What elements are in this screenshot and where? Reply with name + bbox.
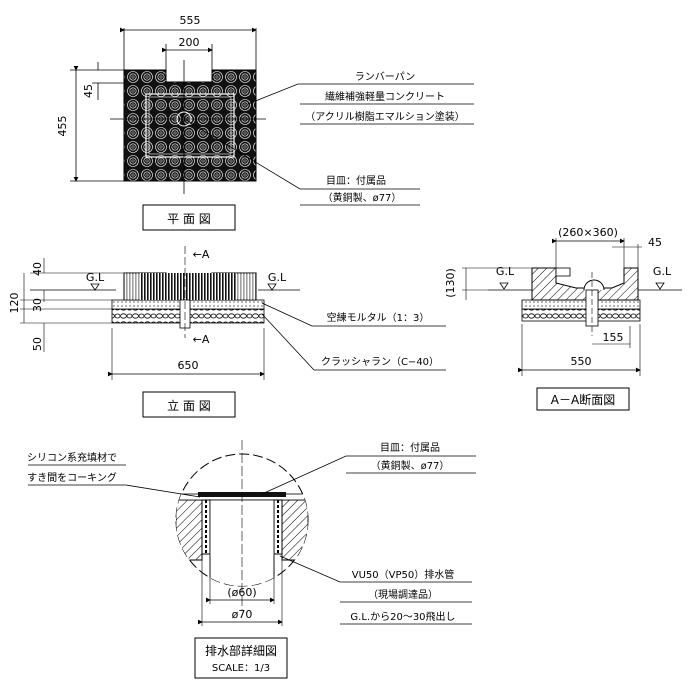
elev-arrow-top: ←A: [193, 248, 210, 261]
elev-dim-50: 50: [31, 337, 44, 351]
label-pipe-3: G.L.から20〜30飛出し: [350, 610, 455, 623]
plan-dim-notch: 45: [82, 84, 95, 98]
plan-view: 555 200 455 45 ランバーパン 繊維補強軽量コンクリート （アクリル…: [56, 14, 474, 231]
label-material: 繊維補強軽量コンクリート: [325, 90, 445, 103]
section-view: G.L G.L (260×360) 45 (130) 155 550: [444, 226, 682, 411]
plan-basin: [145, 93, 235, 158]
detail-title-box: [194, 637, 288, 679]
sec-gl-right: G.L: [653, 265, 672, 278]
elevation-view: G.L G.L ←A ←A 40 120 30 50 650: [8, 246, 446, 418]
label-mortar: 空練モルタル（1：3）: [327, 311, 430, 324]
label-pipe-1: VU50（VP50）排水管: [352, 568, 454, 581]
label-detail-grate-spec: （黄銅製、ø77）: [371, 459, 450, 472]
detail-dim-60: (ø60): [227, 586, 256, 599]
label-coating: （アクリル樹脂エマルション塗装）: [305, 110, 465, 123]
elev-body: [140, 273, 236, 300]
elev-dim-650: 650: [178, 359, 199, 372]
detail-view: (ø60) ø70 シリコン系充填材で すき間をコーキング 目皿：付属品 （黄銅…: [27, 440, 476, 679]
plan-drain-circle: [176, 111, 192, 127]
detail-dim-70: ø70: [232, 608, 253, 621]
elev-dim-40: 40: [31, 262, 44, 276]
label-crusher: クラッシャラン（C−40）: [321, 356, 439, 368]
sec-dim-45: 45: [648, 236, 662, 249]
sec-dim-inner: (260×360): [558, 226, 618, 239]
sec-dim-550: 550: [571, 355, 592, 368]
elev-arrow-bottom: ←A: [193, 333, 210, 346]
label-detail-grate: 目皿：付属品: [380, 441, 440, 454]
elev-title-box: [142, 391, 236, 418]
label-grate-spec: （黄銅製、ø77）: [323, 191, 402, 204]
plan-title: 平 面 図: [167, 212, 211, 226]
elev-title: 立 面 図: [167, 398, 211, 413]
sec-title-box: [536, 387, 630, 411]
label-grate: 目皿：付属品: [326, 174, 386, 187]
plan-dim-height: 455: [56, 116, 69, 137]
sec-dim-155: 155: [603, 331, 624, 344]
sec-title: A－A断面図: [551, 392, 615, 407]
elev-gl-right: G.L: [268, 271, 287, 284]
sec-gl-left: G.L: [496, 265, 515, 278]
plan-title-box: [142, 204, 236, 231]
detail-title: 排水部詳細図: [205, 643, 277, 658]
plan-dim-inner: 200: [179, 36, 200, 49]
sec-dim-130: (130): [444, 268, 457, 298]
plan-dim-width: 555: [180, 14, 201, 27]
elev-dim-30: 30: [31, 298, 44, 312]
label-pipe-2: （現場調達品）: [368, 588, 438, 601]
sec-right-wall: [597, 267, 639, 301]
elev-dim-120: 120: [8, 293, 21, 314]
label-silicone-2: すき間をコーキング: [27, 471, 117, 484]
elev-gl-left: G.L: [86, 271, 105, 284]
detail-scale: SCALE：1/3: [212, 663, 270, 674]
label-lamber-pan: ランバーパン: [355, 71, 415, 83]
label-silicone-1: シリコン系充填材で: [27, 451, 117, 464]
